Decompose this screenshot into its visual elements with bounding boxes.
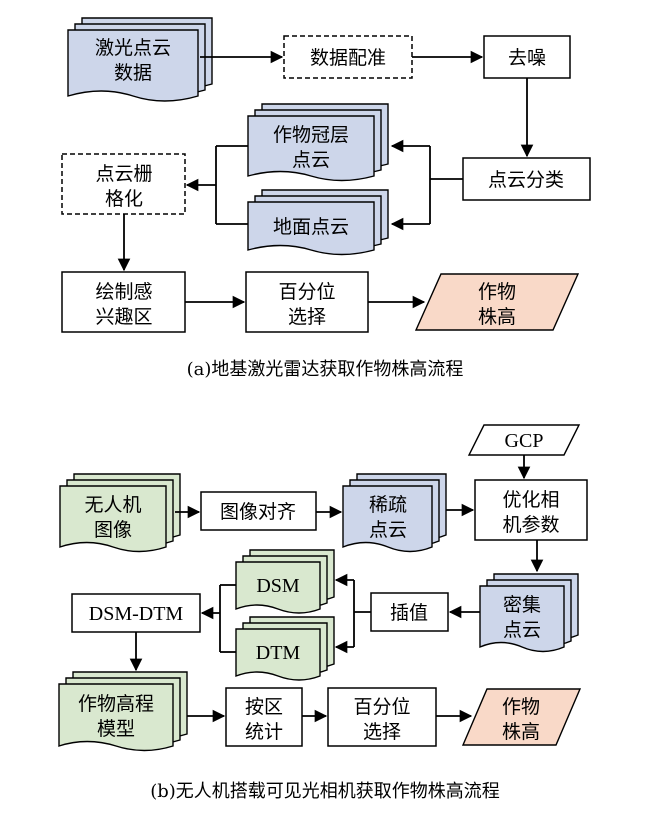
height-node-b: 作物 株高: [461, 688, 582, 746]
percentile-a-label-1: 百分位: [278, 281, 335, 303]
uav-label-1: 无人机: [84, 494, 141, 516]
gcp-node: GCP: [467, 424, 581, 456]
lidar-data-label-1: 激光点云: [95, 37, 171, 59]
canopy-node: 作物冠层 点云: [247, 103, 389, 182]
zonal-node: 按区 统计: [225, 687, 303, 747]
roi-node: 绘制感 兴趣区: [61, 271, 186, 333]
height-node-a: 作物 株高: [414, 273, 580, 331]
panel-a: 激光点云 数据 数据配准 去噪 点云分类 作物冠层 点云: [61, 17, 591, 380]
panel-b: GCP 无人机 图像 图像对齐 稀疏 点云 优化相 机参数: [58, 424, 588, 802]
panel-b-arrows: [129, 455, 544, 723]
denoise-label: 去噪: [508, 47, 546, 69]
sparse-label-1: 稀疏: [369, 494, 407, 516]
height-a-label-2: 株高: [478, 306, 516, 328]
gcp-label: GCP: [505, 430, 544, 452]
percentile-node-a: 百分位 选择: [245, 271, 369, 333]
chm-node: 作物高程 模型: [58, 671, 188, 752]
classify-node: 点云分类: [462, 157, 591, 201]
zonal-label-2: 统计: [245, 721, 283, 743]
interp-node: 插值: [370, 592, 449, 632]
dsm-dtm-node: DSM-DTM: [71, 593, 201, 633]
zonal-label-1: 按区: [245, 696, 283, 718]
chm-label-1: 作物高程: [78, 693, 154, 715]
lidar-data-label-2: 数据: [114, 62, 152, 84]
percentile-b-label-2: 选择: [363, 721, 401, 743]
classify-label: 点云分类: [488, 169, 564, 191]
dtm-label: DTM: [256, 642, 301, 664]
optimize-label-2: 机参数: [502, 514, 559, 536]
percentile-a-label-2: 选择: [288, 306, 326, 328]
align-label: 图像对齐: [220, 501, 296, 523]
dsm-dtm-label: DSM-DTM: [89, 603, 184, 625]
dense-label-2: 点云: [503, 619, 541, 641]
ground-node: 地面点云: [247, 189, 389, 256]
percentile-node-b: 百分位 选择: [327, 687, 437, 747]
raster-label-2: 格化: [105, 188, 143, 210]
roi-label-2: 兴趣区: [95, 306, 152, 328]
denoise-node: 去噪: [483, 35, 571, 79]
lidar-data-node: 激光点云 数据: [67, 17, 213, 102]
registration-label: 数据配准: [310, 47, 386, 69]
raster-label-1: 点云栅: [95, 163, 152, 185]
height-a-label-1: 作物: [478, 281, 516, 303]
align-node: 图像对齐: [200, 491, 317, 531]
uav-label-2: 图像: [94, 519, 132, 541]
optimize-node: 优化相 机参数: [474, 479, 588, 541]
dsm-label: DSM: [256, 575, 300, 597]
caption-a: (a)地基激光雷达获取作物株高流程: [187, 359, 464, 380]
ground-label: 地面点云: [273, 216, 349, 238]
height-b-label-1: 作物: [502, 696, 540, 718]
height-b-label-2: 株高: [502, 721, 540, 743]
sparse-label-2: 点云: [369, 519, 407, 541]
percentile-b-label-1: 百分位: [353, 696, 410, 718]
optimize-label-1: 优化相: [502, 489, 559, 511]
roi-label-1: 绘制感: [95, 281, 152, 303]
panel-a-arrows: [117, 50, 534, 309]
dtm-node: DTM: [235, 616, 335, 681]
raster-node: 点云栅 格化: [61, 153, 186, 215]
sparse-node: 稀疏 点云: [342, 473, 447, 553]
interp-label: 插值: [390, 602, 428, 624]
canopy-label-1: 作物冠层: [273, 124, 349, 146]
dense-node: 密集 点云: [479, 573, 579, 653]
registration-node: 数据配准: [283, 35, 413, 79]
canopy-label-2: 点云: [292, 149, 330, 171]
chm-label-2: 模型: [97, 718, 135, 740]
dsm-node: DSM: [235, 549, 335, 614]
dense-label-1: 密集: [503, 594, 541, 616]
caption-b: (b)无人机搭载可见光相机获取作物株高流程: [150, 781, 500, 802]
uav-images-node: 无人机 图像: [59, 473, 181, 553]
